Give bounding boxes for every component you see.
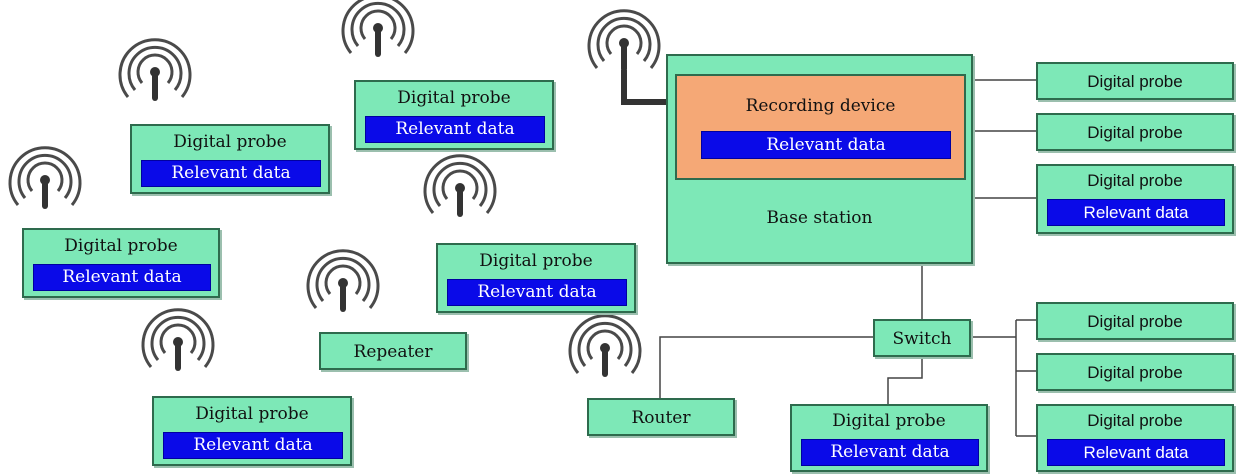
antenna-icon: [570, 316, 640, 374]
antenna-icon: [343, 0, 413, 54]
router-label: Router: [631, 408, 691, 428]
antenna-icon: [425, 156, 495, 214]
relevant-data-field: Relevant data: [365, 116, 545, 143]
digital-probe-node: Digital probe: [1036, 62, 1234, 100]
digital-probe-node: Digital probe Relevant data: [152, 396, 352, 466]
probe-label: Digital probe: [397, 88, 511, 108]
antenna-icon: [120, 40, 190, 98]
probe-label: Digital probe: [1087, 411, 1183, 430]
probe-label: Digital probe: [64, 236, 178, 256]
probe-label: Digital probe: [1087, 123, 1183, 142]
probe-label: Digital probe: [479, 251, 593, 271]
switch-node: Switch: [873, 319, 971, 357]
antenna-icon: [589, 11, 659, 69]
base-station-node: Recording device Relevant data Base stat…: [666, 54, 973, 264]
repeater-label: Repeater: [353, 342, 433, 362]
digital-probe-node: Digital probe Relevant data: [354, 80, 554, 150]
relevant-data-field: Relevant data: [163, 432, 343, 459]
digital-probe-node: Digital probe Relevant data: [22, 228, 220, 298]
repeater-node: Repeater: [319, 332, 467, 370]
probe-label: Digital probe: [1087, 171, 1183, 190]
switch-label: Switch: [892, 329, 952, 349]
antenna-icon: [143, 310, 213, 368]
relevant-data-field: Relevant data: [141, 160, 321, 187]
digital-probe-node: Digital probe Relevant data: [130, 124, 330, 194]
digital-probe-node: Digital probe Relevant data: [790, 404, 988, 472]
recording-device: Recording device Relevant data: [675, 74, 966, 180]
relevant-data-field: Relevant data: [33, 264, 211, 291]
digital-probe-node: Digital probe: [1036, 353, 1234, 391]
relevant-data-field: Relevant data: [801, 439, 979, 466]
relevant-data-field: Relevant data: [447, 279, 627, 306]
probe-label: Digital probe: [1087, 72, 1183, 91]
antenna-icon: [308, 251, 378, 309]
digital-probe-node: Digital probe Relevant data: [436, 243, 636, 313]
probe-label: Digital probe: [173, 132, 287, 152]
relevant-data-field: Relevant data: [1047, 439, 1225, 466]
probe-label: Digital probe: [1087, 312, 1183, 331]
recording-device-label: Recording device: [745, 96, 896, 116]
base-station-label: Base station: [766, 208, 873, 228]
probe-label: Digital probe: [832, 411, 946, 431]
digital-probe-node: Digital probe Relevant data: [1036, 164, 1234, 234]
relevant-data-field: Relevant data: [701, 131, 951, 159]
relevant-data-field: Relevant data: [1047, 199, 1225, 226]
digital-probe-node: Digital probe Relevant data: [1036, 404, 1234, 472]
probe-label: Digital probe: [195, 404, 309, 424]
digital-probe-node: Digital probe: [1036, 302, 1234, 340]
digital-probe-node: Digital probe: [1036, 113, 1234, 151]
antenna-icon: [10, 148, 80, 206]
probe-label: Digital probe: [1087, 363, 1183, 382]
router-node: Router: [587, 398, 735, 436]
